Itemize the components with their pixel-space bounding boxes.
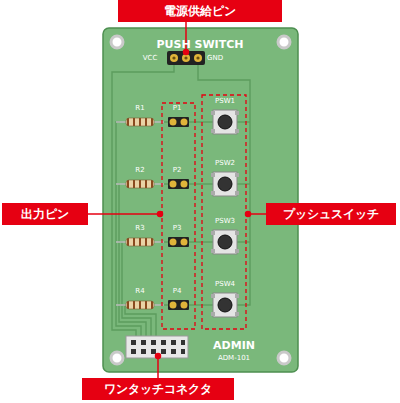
callout-text: ワンタッチコネクタ [104, 381, 212, 398]
circuit-row [116, 172, 239, 196]
callout-label: プッシュスイッチ [266, 203, 396, 225]
circuit-row [116, 110, 239, 134]
silk-label: PSW3 [215, 218, 235, 225]
silk-label: P2 [173, 167, 182, 174]
silk-label: PSW2 [215, 160, 235, 167]
callout-text: 出力ピン [21, 206, 69, 223]
silk-label: R1 [135, 105, 144, 112]
output-pin [168, 179, 189, 189]
switch-group [202, 95, 246, 329]
callout-text: プッシュスイッチ [283, 206, 379, 223]
leader-lines [88, 22, 266, 378]
board-title: PUSH SWITCH [157, 39, 244, 50]
mounting-holes [111, 36, 290, 364]
silk-label: R2 [135, 167, 144, 174]
push-switch [213, 110, 237, 134]
push-switch [213, 172, 237, 196]
pcb-traces [112, 58, 250, 342]
resistor-symbol [126, 118, 154, 126]
output-pin-group [162, 103, 195, 329]
silk-label: R4 [135, 288, 144, 295]
silk-label: PSW1 [215, 98, 235, 105]
silk-label: PSW4 [215, 281, 235, 288]
silk-label: P1 [173, 105, 182, 112]
push-switch [213, 230, 237, 254]
circuit-row [116, 230, 239, 254]
logo-text: ADMIN [213, 340, 255, 351]
callout-label: ワンタッチコネクタ [82, 378, 234, 400]
silk-label: VCC [143, 55, 158, 62]
output-pin [168, 237, 189, 247]
resistor-symbol [126, 301, 154, 309]
silk-label: R3 [135, 225, 144, 232]
output-pin [168, 300, 189, 310]
logo-text: ADM-101 [218, 355, 250, 362]
silk-label: P3 [173, 225, 182, 232]
circuit-row [116, 293, 239, 317]
callout-text: 電源供給ピン [164, 3, 236, 20]
resistor-symbol [126, 238, 154, 246]
callout-label: 出力ピン [2, 203, 88, 225]
callout-label: 電源供給ピン [118, 0, 282, 22]
push-switch [213, 293, 237, 317]
silk-label: P4 [173, 288, 182, 295]
silk-label: GND [207, 55, 223, 62]
pcb-board [103, 28, 298, 372]
output-pin [168, 117, 189, 127]
resistor-symbol [126, 180, 154, 188]
one-touch-connector [126, 336, 188, 358]
